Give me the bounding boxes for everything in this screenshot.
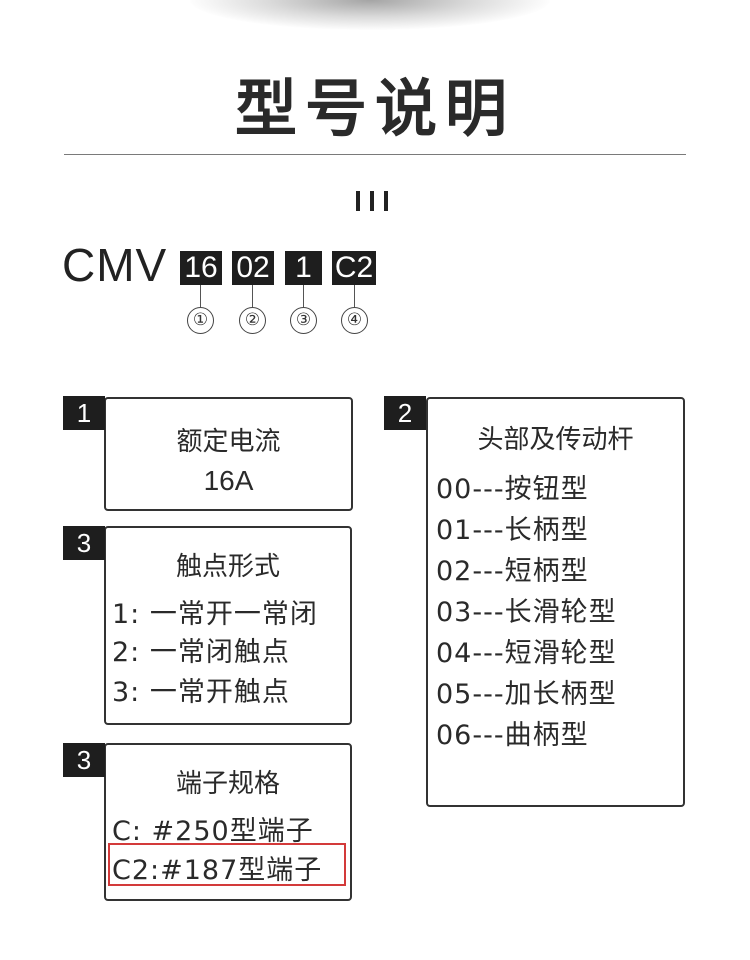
marker-1: ① [187,307,214,334]
head-lever-box: 头部及传动杆 00---按钮型 01---长柄型 02---短柄型 03---长… [426,397,685,807]
terminal-spec-item: C: #250型端子 [112,816,314,847]
bar [356,191,360,211]
decorative-bars [356,191,388,211]
head-lever-title: 头部及传动杆 [477,425,634,455]
terminal-spec-title: 端子规格 [175,769,280,799]
bar [370,191,374,211]
rated-current-title: 额定电流 [176,427,281,457]
contact-form-item: 3: 一常开触点 [112,677,290,708]
model-segment-head: 02 [232,251,274,285]
highlight-frame [108,843,346,886]
contact-form-box: 触点形式 1: 一常开一常闭 2: 一常闭触点 3: 一常开触点 [104,526,352,725]
marker-2: ② [239,307,266,334]
head-lever-item: 02---短柄型 [436,556,589,587]
marker-3: ③ [290,307,317,334]
model-segment-terminal: C2 [332,251,376,285]
head-lever-item: 06---曲柄型 [436,720,589,751]
model-prefix: CMV [62,239,168,291]
bar [384,191,388,211]
terminal-spec-item: C2:#187型端子 [112,855,323,886]
model-segment-contact: 1 [285,251,322,285]
title-divider [64,154,686,155]
marker-line [200,285,201,307]
contact-form-item: 2: 一常闭触点 [112,637,290,668]
top-decoration [190,0,550,30]
terminal-spec-badge: 3 [63,743,105,777]
rated-current-badge: 1 [63,396,105,430]
terminal-spec-box: 端子规格 C: #250型端子 C2:#187型端子 [104,743,352,901]
contact-form-title: 触点形式 [175,552,280,582]
marker-line [354,285,355,307]
page-title: 型号说明 [234,72,515,145]
contact-form-item: 1: 一常开一常闭 [112,599,318,630]
head-lever-item: 01---长柄型 [436,515,589,546]
head-lever-item: 00---按钮型 [436,474,589,505]
rated-current-value: 16A [203,465,254,496]
head-lever-badge: 2 [384,396,426,430]
rated-current-box: 额定电流 16A [104,397,353,511]
head-lever-item: 03---长滑轮型 [436,597,617,628]
model-segment-current: 16 [180,251,222,285]
head-lever-item: 05---加长柄型 [436,679,617,710]
marker-4: ④ [341,307,368,334]
contact-form-badge: 3 [63,526,105,560]
marker-line [303,285,304,307]
marker-line [252,285,253,307]
head-lever-item: 04---短滑轮型 [436,638,617,669]
